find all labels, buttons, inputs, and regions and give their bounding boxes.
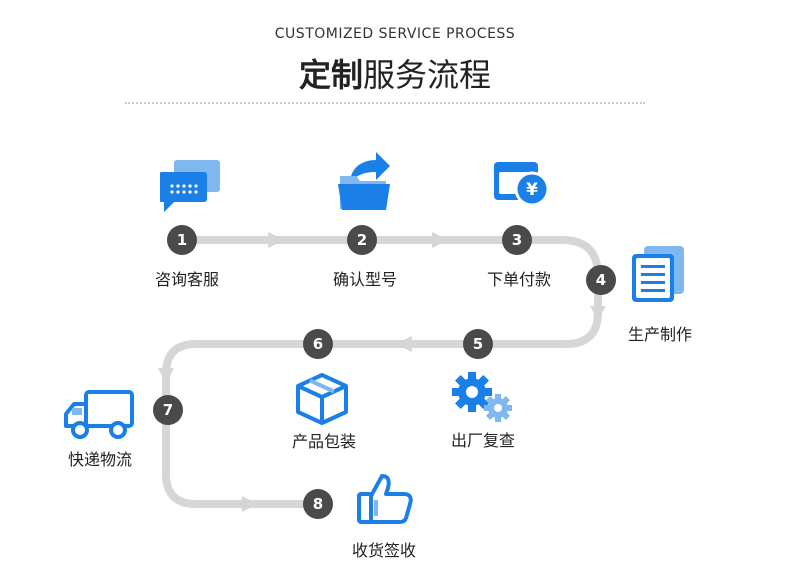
step-number-4: 4 — [586, 265, 616, 295]
documents-icon — [632, 246, 684, 302]
page-title-rest: 服务流程 — [363, 56, 492, 94]
step-number-7: 7 — [153, 395, 183, 425]
step-number-6: 6 — [303, 329, 333, 359]
step-label-6: 产品包装 — [291, 432, 356, 451]
step-label-4: 生产制作 — [627, 325, 692, 344]
step-label-7: 快递物流 — [67, 450, 132, 469]
dotted-divider — [125, 102, 645, 104]
step-label-1: 咨询客服 — [154, 270, 219, 289]
step-number-3: 3 — [502, 225, 532, 255]
payment-yen-icon: ¥ — [494, 162, 550, 206]
step-number-5: 5 — [463, 329, 493, 359]
thumbs-up-icon — [357, 474, 413, 524]
box-icon — [296, 373, 348, 425]
folder-share-icon — [338, 152, 390, 210]
step-number-2: 2 — [347, 225, 377, 255]
arrow-down-2 — [158, 368, 174, 384]
arrow-down-1 — [590, 306, 606, 320]
step-number-1: 1 — [167, 225, 197, 255]
step-label-3: 下单付款 — [486, 270, 551, 289]
page-title: 定制服务流程 — [0, 50, 790, 96]
arrow-left-1 — [396, 336, 412, 352]
page-title-bold: 定制 — [298, 56, 363, 94]
truck-icon — [64, 390, 134, 439]
arrow-right-3 — [242, 496, 258, 512]
step-label-5: 出厂复查 — [450, 431, 515, 450]
chat-icon — [160, 160, 220, 212]
step-label-2: 确认型号 — [332, 270, 397, 289]
gears-icon — [452, 372, 512, 422]
arrow-right-2 — [432, 232, 448, 248]
svg-text:¥: ¥ — [526, 180, 538, 200]
step-label-8: 收货签收 — [351, 541, 416, 560]
arrow-right-1 — [268, 232, 284, 248]
step-number-8: 8 — [303, 489, 333, 519]
header-subtitle: CUSTOMIZED SERVICE PROCESS — [274, 26, 516, 42]
